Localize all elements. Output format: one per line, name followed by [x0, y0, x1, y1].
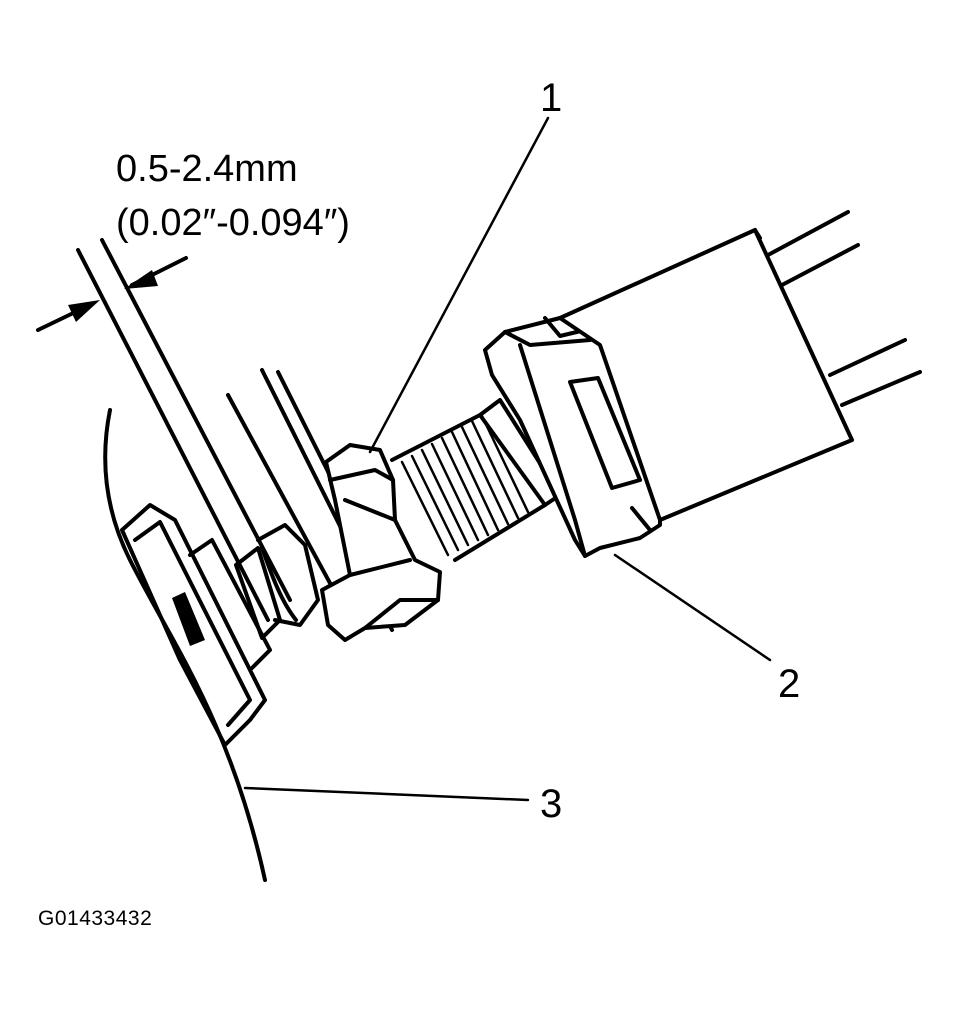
pedal-stopper: [120, 503, 272, 747]
threaded-body: [390, 398, 562, 562]
dimension-imperial-label: (0.02″-0.094″): [116, 202, 350, 244]
switch-connector: [558, 228, 854, 522]
wires: [766, 210, 922, 407]
pedal-arm: [103, 408, 267, 882]
lock-nut: [320, 443, 442, 642]
dimension-metric-label: 0.5-2.4mm: [116, 148, 298, 190]
callout-2-switch: 2: [778, 662, 801, 706]
dimension-arrows: [36, 256, 188, 332]
callout-3-pedal: 3: [540, 782, 563, 826]
leader-lines: [243, 116, 772, 802]
callout-1-lock-nut: 1: [540, 76, 563, 120]
figure-code: G01433432: [38, 907, 153, 930]
